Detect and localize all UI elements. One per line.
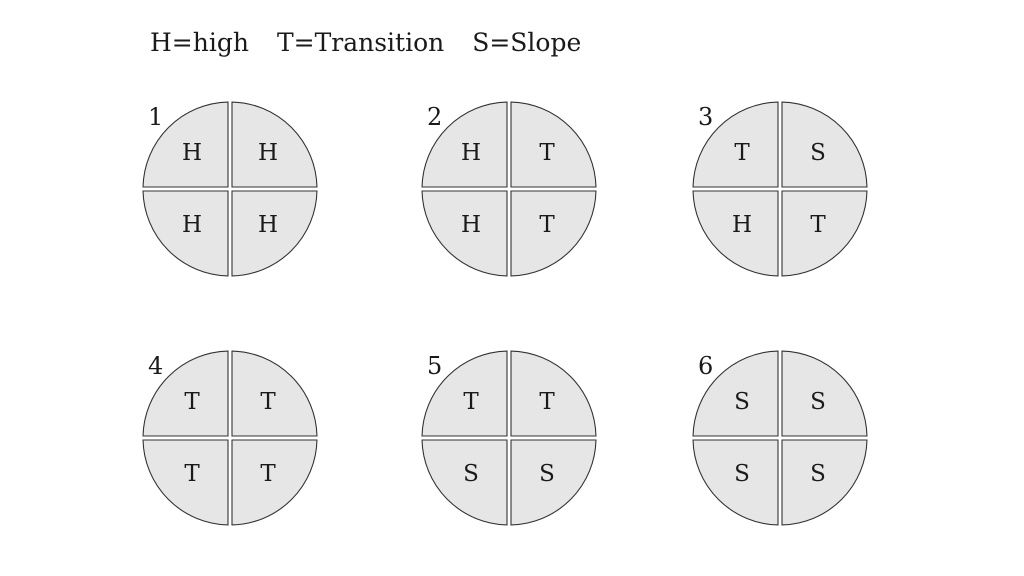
quadrant-label-top-left: H [182,140,202,166]
quadrant-label-bottom-left: H [732,212,752,238]
quadrant-top-right [231,101,318,188]
quadrant-label-bottom-left: T [184,461,200,487]
quadrant-top-left [421,350,508,437]
quadrant-label-top-right: T [260,389,276,415]
quadrant-label-bottom-right: H [258,212,278,238]
quadrant-label-bottom-left: H [461,212,481,238]
quadrant-top-right [781,350,868,437]
quadrant-label-top-left: S [734,389,750,415]
diagram-number: 5 [427,352,442,380]
diagram-number: 2 [427,103,442,131]
quadrant-top-right [231,350,318,437]
quadrant-label-top-right: S [810,140,826,166]
quadrant-top-left [692,350,779,437]
quadrant-bottom-right [781,190,868,277]
quadrant-label-bottom-right: T [810,212,826,238]
quadrant-top-right [510,101,597,188]
quadrant-top-left [692,101,779,188]
quadrant-bottom-left [692,439,779,526]
legend-transition: T=Transition [276,28,445,57]
quadrant-label-bottom-left: S [734,461,750,487]
quadrant-bottom-right [510,190,597,277]
quadrant-label-top-left: T [184,389,200,415]
legend-slope: S=Slope [472,28,582,57]
quadrant-bottom-left [142,190,229,277]
quadrant-bottom-right [231,190,318,277]
legend-high: H=high [150,28,249,57]
quadrant-bottom-left [142,439,229,526]
quadrant-label-bottom-right: T [539,212,555,238]
legend: H=high T=Transition S=Slope [150,28,581,57]
quadrant-bottom-right [231,439,318,526]
quadrant-label-top-right: T [539,389,555,415]
quadrant-bottom-left [421,190,508,277]
quadrant-label-top-left: T [734,140,750,166]
diagram-number: 6 [698,352,713,380]
quadrant-label-bottom-right: T [260,461,276,487]
quadrant-top-left [142,101,229,188]
quadrant-label-top-left: T [463,389,479,415]
quadrant-label-top-right: T [539,140,555,166]
quadrant-bottom-right [510,439,597,526]
quadrant-label-bottom-left: H [182,212,202,238]
diagram-number: 4 [148,352,163,380]
quadrant-label-top-left: H [461,140,481,166]
diagram-number: 3 [698,103,713,131]
quadrant-top-left [142,350,229,437]
quadrant-circle-5: T T S S 5 [421,350,597,526]
quadrant-top-right [510,350,597,437]
quadrant-label-bottom-left: S [463,461,479,487]
quadrant-label-bottom-right: S [539,461,555,487]
quadrant-bottom-right [781,439,868,526]
quadrant-bottom-left [692,190,779,277]
quadrant-circle-2: H T H T 2 [421,101,597,277]
quadrant-label-top-right: S [810,389,826,415]
quadrant-top-right [781,101,868,188]
diagram-number: 1 [148,103,163,131]
quadrant-label-top-right: H [258,140,278,166]
quadrant-top-left [421,101,508,188]
quadrant-bottom-left [421,439,508,526]
quadrant-label-bottom-right: S [810,461,826,487]
